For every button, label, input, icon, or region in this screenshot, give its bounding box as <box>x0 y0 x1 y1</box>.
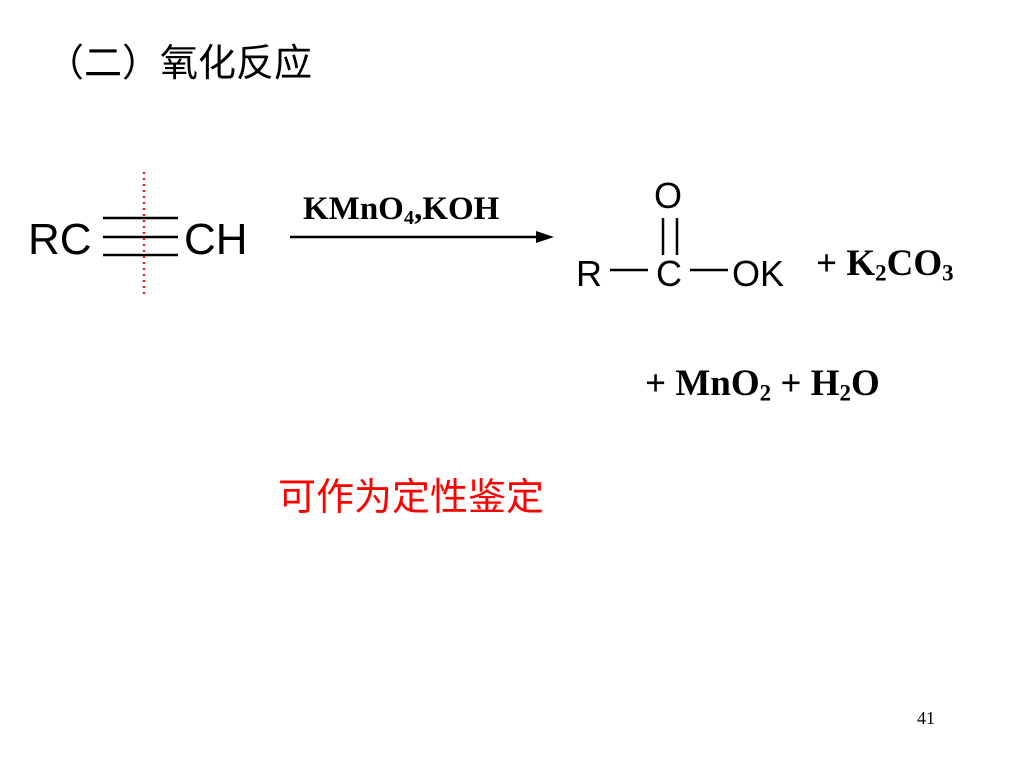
page-number: 41 <box>917 708 935 728</box>
reagent-label: KMnO4,KOH <box>303 191 500 230</box>
reaction-arrow <box>290 231 554 243</box>
reactant-rc: RC <box>28 215 92 264</box>
product-oxygen: O <box>654 175 683 216</box>
qualitative-test-note: 可作为定性鉴定 <box>278 475 545 519</box>
carbonyl-double-bond <box>661 218 679 255</box>
page-title: （二）氧化反应 <box>46 41 313 85</box>
product-r: R <box>576 253 602 294</box>
product-ok: OK <box>732 253 785 294</box>
triple-bond <box>103 216 178 257</box>
product-c: C <box>656 253 682 294</box>
reactant-ch: CH <box>184 215 248 264</box>
byproduct-k2co3: + K2CO3 <box>816 243 954 286</box>
byproduct-mno2-h2o: + MnO2 + H2O <box>645 363 880 406</box>
